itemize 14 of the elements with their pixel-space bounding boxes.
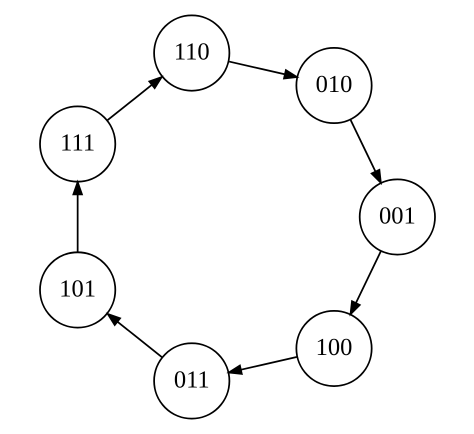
node-circle: 111 [38, 106, 116, 183]
arrow [348, 251, 381, 317]
node-circle: 110 [152, 14, 230, 92]
node-circle: 101 [38, 251, 116, 328]
arrow [349, 120, 382, 186]
node-circle: 010 [295, 47, 372, 124]
arrow [228, 60, 299, 80]
node-circle: 011 [152, 342, 230, 420]
arrow [226, 356, 296, 375]
node-circle: 100 [295, 310, 372, 387]
node-circle: 001 [358, 178, 436, 256]
arrow [105, 312, 162, 358]
arrow [106, 75, 164, 121]
arrow [72, 179, 83, 252]
